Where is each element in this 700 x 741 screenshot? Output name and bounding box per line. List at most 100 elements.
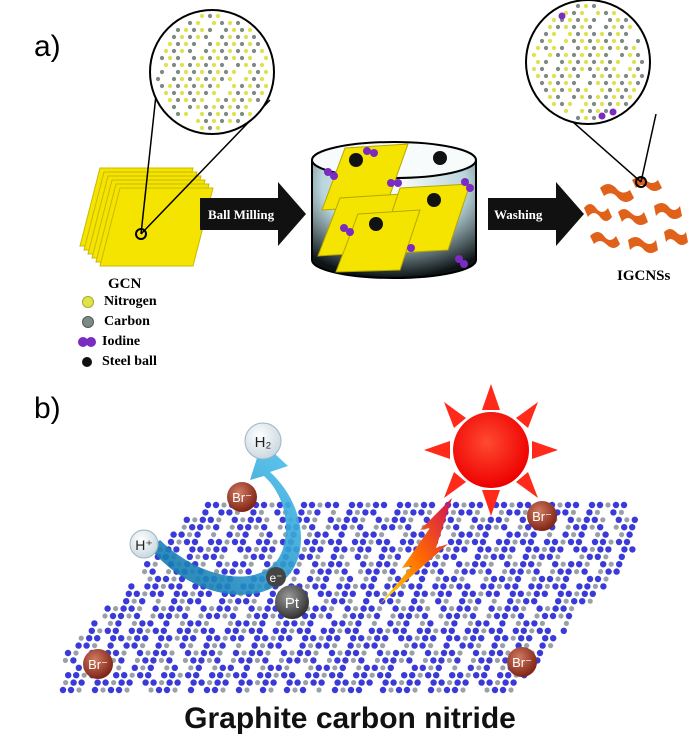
lattice-atom <box>498 509 504 515</box>
lattice-atom <box>631 45 637 51</box>
lattice-atom <box>255 97 261 103</box>
lattice-atom <box>618 509 625 515</box>
lattice-atom <box>535 73 541 79</box>
lattice-atom <box>115 620 122 627</box>
lattice-atom <box>523 620 530 627</box>
lattice-atom <box>351 538 359 546</box>
lattice-atom <box>215 69 221 75</box>
lattice-atom <box>195 554 201 560</box>
lattice-atom <box>471 516 478 523</box>
lattice-atom <box>557 502 563 508</box>
lattice-atom <box>147 576 153 582</box>
lattice-atom <box>550 569 556 575</box>
lattice-atom <box>389 568 396 575</box>
lattice-atom <box>269 502 275 508</box>
lattice-atom <box>454 569 460 575</box>
lattice-atom <box>203 34 209 40</box>
lattice-atom <box>560 583 567 590</box>
lattice-atom <box>303 516 310 523</box>
lattice-atom <box>323 664 330 671</box>
lattice-atom <box>117 612 125 620</box>
lattice-atom <box>195 620 202 627</box>
lattice-atom <box>205 524 211 530</box>
lattice-atom <box>231 69 237 75</box>
lattice-atom <box>78 679 85 686</box>
lattice-atom <box>336 517 342 523</box>
lattice-atom <box>235 90 241 96</box>
lattice-atom <box>307 532 313 538</box>
lattice-atom <box>334 679 341 686</box>
lattice-atom <box>374 635 381 642</box>
lattice-atom <box>509 502 515 508</box>
lattice-atom <box>361 650 367 656</box>
lattice-atom <box>390 679 397 686</box>
lattice-atom <box>194 531 201 538</box>
lattice-atom <box>211 76 217 82</box>
hplus-bubble <box>129 529 159 559</box>
lattice-atom <box>240 517 246 523</box>
lattice-atom <box>248 561 254 567</box>
lattice-atom <box>207 538 215 546</box>
lattice-atom <box>358 635 365 642</box>
lattice-atom <box>400 649 408 657</box>
lattice-atom <box>83 642 90 649</box>
lattice-atom <box>515 620 522 626</box>
lattice-atom <box>206 635 213 642</box>
lattice-atom <box>565 612 573 620</box>
lattice-atom <box>215 41 221 47</box>
lattice-atom <box>229 568 236 575</box>
lattice-atom <box>435 576 441 582</box>
lattice-atom <box>563 52 569 58</box>
lattice-atom <box>231 55 237 61</box>
lattice-atom <box>334 591 340 597</box>
lattice-atom <box>187 532 193 538</box>
lattice-atom <box>251 62 257 68</box>
lattice-atom <box>400 583 406 589</box>
lattice-atom <box>209 672 216 679</box>
lattice-atom <box>192 583 199 590</box>
lattice-atom <box>159 55 165 61</box>
lattice-atom <box>488 605 495 612</box>
lattice-atom <box>464 605 471 612</box>
lattice-atom <box>474 509 480 515</box>
lattice-atom <box>416 583 423 590</box>
lattice-atom <box>256 627 263 634</box>
lattice-atom <box>454 635 461 642</box>
lattice-atom <box>191 41 197 47</box>
lattice-atom <box>475 532 481 538</box>
lattice-atom <box>251 76 257 82</box>
panel-a-diagram: Ball Milling Washing <box>79 0 688 279</box>
lattice-atom <box>199 516 206 523</box>
lattice-atom <box>555 576 561 582</box>
lattice-atom <box>187 90 193 96</box>
lattice-atom <box>181 612 189 620</box>
lattice-atom <box>375 538 383 546</box>
lattice-atom <box>478 679 485 686</box>
lattice-atom <box>247 27 253 33</box>
lattice-atom <box>571 80 577 86</box>
lattice-atom <box>563 80 569 86</box>
lattice-atom <box>175 55 181 61</box>
lattice-atom <box>448 627 455 634</box>
lattice-atom <box>73 672 80 679</box>
lattice-atom <box>195 598 202 605</box>
lattice-atom <box>623 45 629 51</box>
lattice-atom <box>227 664 234 671</box>
lattice-atom <box>545 606 551 612</box>
lattice-atom <box>570 509 577 515</box>
lattice-atom <box>174 613 180 619</box>
lattice-atom <box>587 52 593 58</box>
lattice-atom <box>64 649 72 657</box>
lattice-atom <box>283 686 291 694</box>
h2-bubble <box>244 422 282 460</box>
lattice-atom <box>326 635 333 642</box>
lattice-atom <box>395 686 403 694</box>
lattice-atom <box>615 59 621 65</box>
lattice-atom <box>124 687 130 693</box>
lattice-atom <box>481 672 488 679</box>
lattice-atom <box>579 66 585 72</box>
lattice-atom <box>485 568 492 575</box>
lattice-atom <box>408 583 415 590</box>
lattice-atom <box>547 38 553 44</box>
lattice-atom <box>363 554 369 560</box>
